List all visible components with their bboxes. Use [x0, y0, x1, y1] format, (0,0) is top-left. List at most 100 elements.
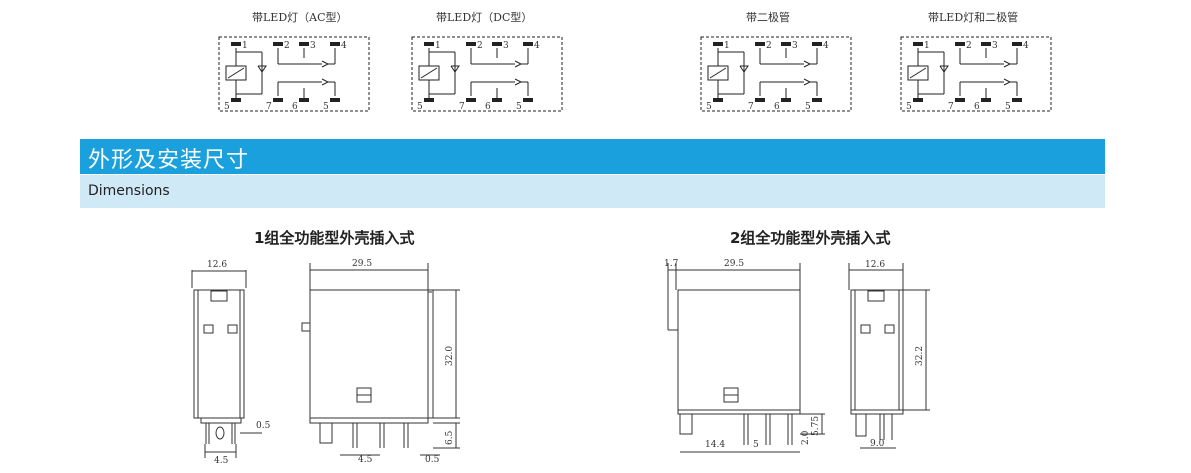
pin-terminal	[781, 98, 791, 102]
pin-number: 4	[1023, 41, 1029, 51]
dim-side-width-2: 12.6	[865, 260, 885, 270]
circuit-diagram-ac: 1 2 3 4 5 7 6 5	[218, 36, 370, 112]
pin-number: 6	[485, 102, 491, 112]
pin-terminal	[913, 98, 923, 102]
pin-terminal	[231, 42, 241, 46]
pin-terminal	[713, 42, 723, 46]
dim-pin-pitch2-1: 4.5	[358, 455, 373, 465]
circuit-label-diode: 带二极管	[746, 11, 790, 24]
pin-terminal	[755, 98, 765, 102]
circuit-diagram-led-diode: 1 2 3 4 5 7 6 5	[900, 36, 1052, 112]
pin-terminal	[812, 42, 822, 46]
pin-number: 2	[966, 41, 972, 51]
dim-pin-gap2-1: 0.5	[425, 455, 440, 465]
circuit-diagram-dc: 1 2 3 4 5 7 6 5	[411, 36, 563, 112]
pin-number: 7	[748, 102, 754, 112]
pin-number: 6	[774, 102, 780, 112]
drawing-title-1: 1组全功能型外壳插入式	[254, 229, 415, 247]
pin-terminal	[781, 42, 791, 46]
pin-terminal	[812, 98, 822, 102]
pin-number: 4	[341, 41, 347, 51]
pin-terminal	[713, 98, 723, 102]
circuit-label-ac: 带LED灯（AC型）	[252, 11, 348, 24]
pin-terminal	[955, 42, 965, 46]
front-view-1	[301, 263, 460, 456]
pin-terminal	[330, 42, 340, 46]
dim-side-width-1: 12.6	[207, 260, 227, 270]
pin-terminal	[299, 98, 309, 102]
pin-terminal	[913, 42, 923, 46]
pin-terminal	[273, 42, 283, 46]
pin-number: 5	[1005, 102, 1011, 112]
section-title-cn: 外形及安装尺寸	[88, 148, 250, 173]
pin-terminal	[466, 98, 476, 102]
pin-terminal	[466, 42, 476, 46]
dim-front-width-2: 29.5	[724, 259, 744, 269]
pin-number: 7	[266, 102, 272, 112]
side-view-2	[848, 263, 930, 449]
pin-number: 7	[948, 102, 954, 112]
pin-terminal	[273, 98, 283, 102]
pin-number: 6	[974, 102, 980, 112]
drawing-title-2: 2组全功能型外壳插入式	[730, 229, 891, 247]
pin-number: 1	[724, 41, 730, 51]
pin-terminal	[523, 42, 533, 46]
dim-pin-gap-1: 0.5	[256, 421, 271, 431]
pin-terminal	[981, 42, 991, 46]
circuit-diagram-diode: 1 2 3 4 5 7 6 5	[700, 36, 852, 112]
pin-terminal	[755, 42, 765, 46]
pin-number: 4	[823, 41, 829, 51]
pin-number: 5	[805, 102, 811, 112]
section-title-en: Dimensions	[88, 183, 170, 199]
circuit-label-led-diode: 带LED灯和二极管	[928, 11, 1019, 24]
pin-number: 1	[242, 41, 248, 51]
front-view-2	[667, 263, 825, 453]
pin-number: 3	[503, 41, 509, 51]
pin-number: 4	[534, 41, 540, 51]
dim-pin-pitch-1: 4.5	[214, 456, 229, 466]
pin-terminal	[299, 42, 309, 46]
pin-terminal	[424, 42, 434, 46]
pin-number: 3	[310, 41, 316, 51]
pin-terminal	[492, 42, 502, 46]
circuit-label-dc: 带LED灯（DC型）	[436, 11, 533, 24]
dim-offset-2: 1.7	[664, 259, 679, 269]
pin-number: 7	[459, 102, 465, 112]
pin-terminal	[955, 98, 965, 102]
dim-front-width-1: 29.5	[352, 259, 372, 269]
dim-height-2: 32.2	[915, 346, 925, 366]
pin-number: 5	[224, 102, 230, 112]
pin-number: 1	[435, 41, 441, 51]
pin-terminal	[231, 98, 241, 102]
pin-number: 5	[706, 102, 712, 112]
pin-terminal	[424, 98, 434, 102]
dim-pin-len-1: 6.5	[445, 430, 455, 445]
section-subheader: Dimensions	[80, 175, 1105, 208]
dim-pin-pitch-2: 5	[753, 440, 759, 450]
pin-terminal	[1012, 42, 1022, 46]
pin-number: 3	[992, 41, 998, 51]
pin-number: 5	[906, 102, 912, 112]
pin-number: 6	[292, 102, 298, 112]
pin-number: 2	[284, 41, 290, 51]
section-header: 外形及安装尺寸	[80, 139, 1105, 174]
pin-terminal	[1012, 98, 1022, 102]
pin-number: 1	[924, 41, 930, 51]
pin-number: 5	[323, 102, 329, 112]
dim-pin-w-2: 2.0	[801, 430, 811, 445]
pin-number: 5	[417, 102, 423, 112]
dim-pin-len-2: 5.75	[811, 416, 821, 436]
pin-number: 5	[516, 102, 522, 112]
dim-side-pitch-2: 9.0	[870, 439, 885, 449]
dim-height-1: 32.0	[445, 346, 455, 366]
pin-number: 2	[766, 41, 772, 51]
pin-terminal	[523, 98, 533, 102]
dim-left-dist-2: 14.4	[705, 440, 725, 450]
pin-number: 2	[477, 41, 483, 51]
pin-number: 3	[792, 41, 798, 51]
pin-terminal	[492, 98, 502, 102]
side-view-1	[191, 270, 262, 458]
pin-terminal	[981, 98, 991, 102]
pin-terminal	[330, 98, 340, 102]
